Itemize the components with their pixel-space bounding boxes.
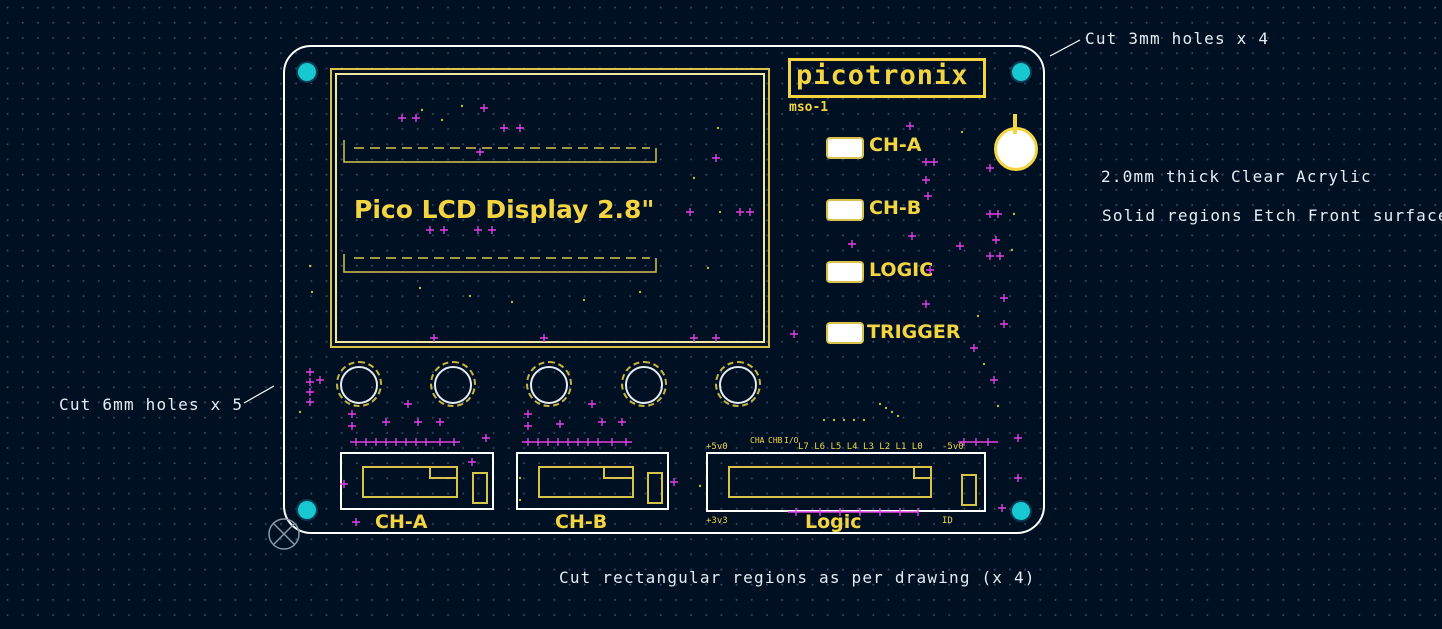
via-markers <box>306 104 1022 526</box>
connector-body-chb <box>538 466 634 498</box>
indicator-label-cha: CH-A <box>869 134 922 156</box>
lcd-cutout <box>335 73 765 343</box>
pin-label-neg-5v0: -5v0 <box>942 442 964 452</box>
note-etch: Solid regions Etch Front surface <box>1102 206 1442 225</box>
mounting-hole-bottom-left <box>296 499 318 521</box>
connector-cutout-logic <box>706 452 986 512</box>
power-button-icon <box>994 127 1038 171</box>
power-button-stem <box>1013 114 1017 134</box>
via-dots <box>298 104 1016 502</box>
connector-notch-logic <box>913 466 932 479</box>
indicator-label-trigger: TRIGGER <box>867 321 961 343</box>
indicator-window-logic <box>826 261 864 283</box>
connector-tab-cha <box>472 472 488 504</box>
connector-label-logic: Logic <box>805 511 862 533</box>
knob-outline-5 <box>715 361 761 407</box>
knob-hole-5 <box>719 366 757 404</box>
indicator-window-cha <box>826 137 864 159</box>
pin-label-5v0: +5v0 <box>706 442 728 452</box>
mounting-hole-top-right <box>1010 61 1032 83</box>
pin-label-chb: CHB <box>768 436 783 445</box>
pin-label-logic-lines: L7 L6 L5 L4 L3 L2 L1 L0 <box>798 442 923 452</box>
note-6mm-holes: Cut 6mm holes x 5 <box>59 395 244 414</box>
knob-outline-1 <box>336 361 382 407</box>
leader-line-6mm <box>243 385 275 404</box>
mounting-hole-bottom-right <box>1010 500 1032 522</box>
connector-notch-chb <box>603 466 634 479</box>
connector-body-logic <box>728 466 932 498</box>
brand-box <box>788 58 986 98</box>
connector-cutout-chb <box>516 452 669 510</box>
knob-outline-2 <box>430 361 476 407</box>
pin-label-io: I/O <box>784 436 799 445</box>
connector-tab-logic <box>961 474 977 506</box>
indicator-label-chb: CH-B <box>869 197 922 219</box>
connector-tab-chb <box>647 472 663 504</box>
knob-hole-1 <box>340 366 378 404</box>
leader-line-3mm <box>1049 39 1081 57</box>
note-acrylic: 2.0mm thick Clear Acrylic <box>1101 167 1372 186</box>
lcd-header-bottom <box>343 254 657 273</box>
indicator-window-chb <box>826 199 864 221</box>
brand-logo: picotronix <box>796 60 969 91</box>
lcd-outline <box>330 68 770 348</box>
model-label: mso-1 <box>789 100 829 115</box>
knob-outline-4 <box>621 361 667 407</box>
connector-body-cha <box>362 466 458 498</box>
note-3mm-holes: Cut 3mm holes x 4 <box>1085 29 1270 48</box>
mounting-hole-top-left <box>296 61 318 83</box>
pin-label-id: ID <box>942 516 953 526</box>
fiducial-icon <box>268 518 300 550</box>
lcd-header-top <box>343 140 657 163</box>
connector-cutout-cha <box>340 452 494 510</box>
note-rect-regions: Cut rectangular regions as per drawing (… <box>559 568 1036 587</box>
connector-label-cha: CH-A <box>375 511 428 533</box>
connector-notch-cha <box>429 466 458 479</box>
pin-label-3v3: +3v3 <box>706 516 728 526</box>
knob-outline-3 <box>526 361 572 407</box>
pin-label-cha: CHA <box>750 436 765 445</box>
connector-label-chb: CH-B <box>555 511 608 533</box>
indicator-label-logic: LOGIC <box>869 259 934 281</box>
knob-hole-2 <box>434 366 472 404</box>
knob-hole-3 <box>530 366 568 404</box>
knob-hole-4 <box>625 366 663 404</box>
board-outline <box>283 45 1045 534</box>
lcd-label: Pico LCD Display 2.8" <box>354 195 655 224</box>
indicator-window-trigger <box>826 322 864 344</box>
